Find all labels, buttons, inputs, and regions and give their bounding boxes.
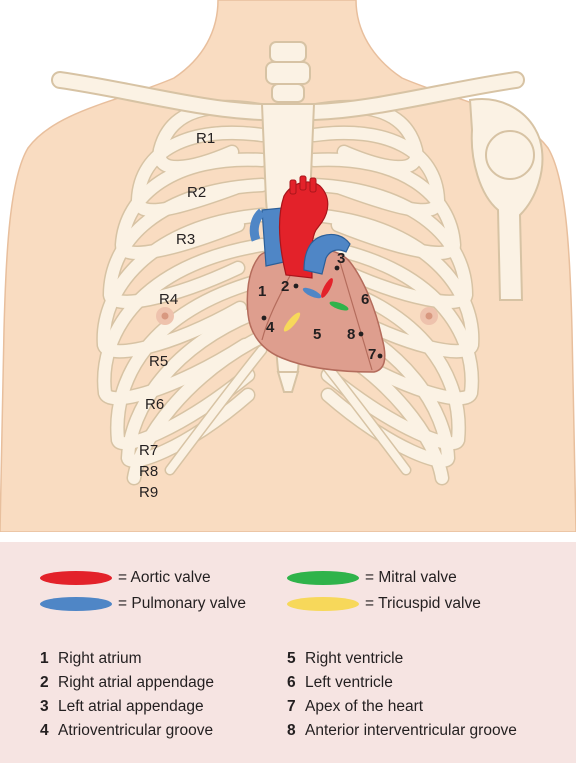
heart-marker: 3 — [337, 250, 345, 267]
legend-part: 4 Atrioventricular groove — [40, 721, 213, 741]
part-label: Right ventricle — [305, 650, 403, 668]
legend-tricuspid-valve: = Tricuspid valve — [287, 594, 481, 614]
legend-part: 6 Left ventricle — [287, 673, 393, 693]
part-number: 5 — [287, 650, 305, 668]
chest-heart-illustration: R1 R2 R3 R4 R5 R6 R7 R8 R9 1 2 3 4 5 6 7… — [0, 0, 576, 532]
part-number: 2 — [40, 674, 58, 692]
heart-marker: 4 — [266, 319, 275, 336]
part-label: Left ventricle — [305, 674, 393, 692]
rib-label: R4 — [159, 291, 178, 308]
part-number: 7 — [287, 698, 305, 716]
legend-part: 1 Right atrium — [40, 649, 142, 669]
heart-marker: 2 — [281, 278, 289, 295]
legend-aortic-valve: = Aortic valve — [40, 568, 211, 588]
legend-part: 5 Right ventricle — [287, 649, 403, 669]
part-label: Right atrium — [58, 650, 142, 668]
rib-label: R9 — [139, 484, 158, 501]
part-label: Anterior interventricular groove — [305, 722, 517, 740]
mitral-valve-swatch — [287, 571, 359, 585]
heart-marker: 7 — [368, 346, 376, 363]
part-label: Apex of the heart — [305, 698, 423, 716]
part-label: Right atrial appendage — [58, 674, 214, 692]
valve-label: = Aortic valve — [118, 569, 211, 587]
legend-pulmonary-valve: = Pulmonary valve — [40, 594, 246, 614]
part-number: 3 — [40, 698, 58, 716]
part-number: 4 — [40, 722, 58, 740]
legend-part: 2 Right atrial appendage — [40, 673, 214, 693]
rib-label: R8 — [139, 463, 158, 480]
legend-part: 3 Left atrial appendage — [40, 697, 204, 717]
rib-label: R5 — [149, 353, 168, 370]
heart-marker: 5 — [313, 326, 321, 343]
valve-label: = Tricuspid valve — [365, 595, 481, 613]
part-number: 6 — [287, 674, 305, 692]
rib-label: R6 — [145, 396, 164, 413]
valve-label: = Pulmonary valve — [118, 595, 246, 613]
heart-marker: 1 — [258, 283, 266, 300]
part-number: 8 — [287, 722, 305, 740]
part-number: 1 — [40, 650, 58, 668]
legend-part: 8 Anterior interventricular groove — [287, 721, 517, 741]
valve-label: = Mitral valve — [365, 569, 457, 587]
heart-marker: 8 — [347, 326, 355, 343]
legend: = Aortic valve = Mitral valve = Pulmonar… — [0, 542, 576, 763]
legend-mitral-valve: = Mitral valve — [287, 568, 457, 588]
rib-label: R2 — [187, 184, 206, 201]
pulmonary-valve-swatch — [40, 597, 112, 611]
legend-part: 7 Apex of the heart — [287, 697, 423, 717]
rib-label: R3 — [176, 231, 195, 248]
part-label: Left atrial appendage — [58, 698, 204, 716]
rib-label: R7 — [139, 442, 158, 459]
heart-marker: 6 — [361, 291, 369, 308]
rib-label: R1 — [196, 130, 215, 147]
aortic-valve-swatch — [40, 571, 112, 585]
part-label: Atrioventricular groove — [58, 722, 213, 740]
tricuspid-valve-swatch — [287, 597, 359, 611]
